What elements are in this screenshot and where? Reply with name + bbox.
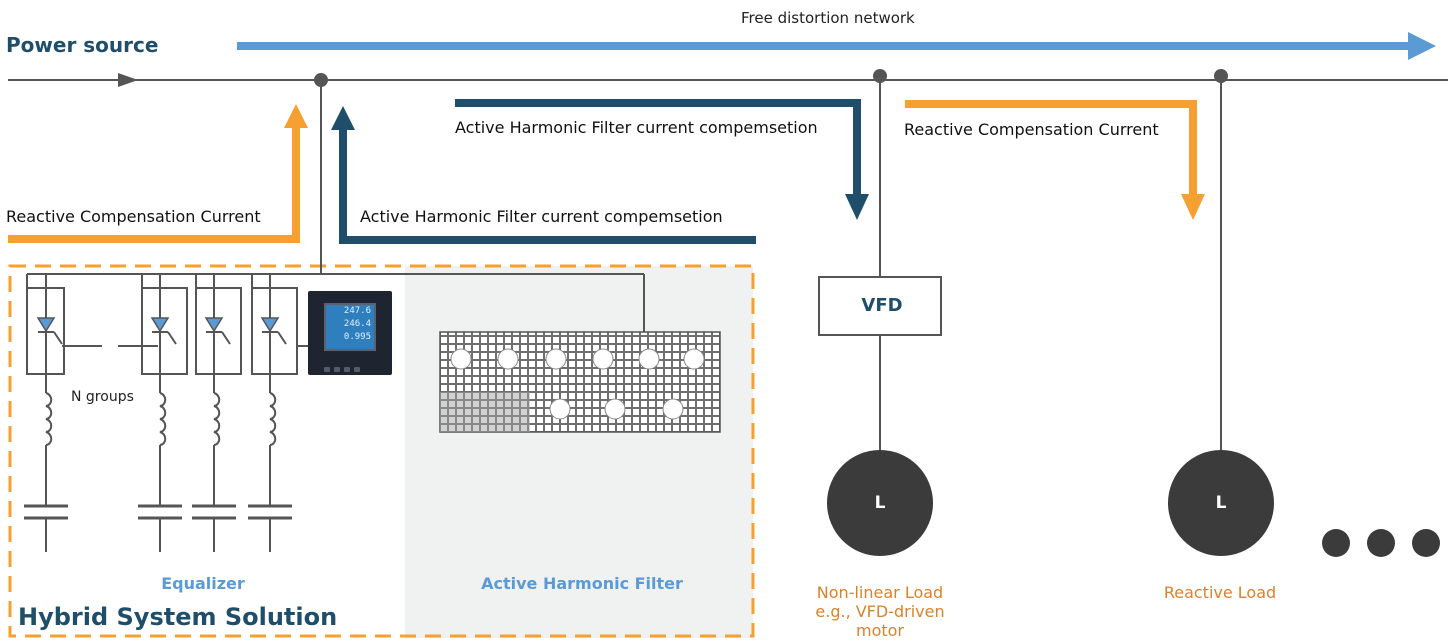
reactive-compensation-arrow-right <box>905 100 1205 220</box>
equalizer-branch-2 <box>138 274 188 552</box>
ahf-compensation-label-left: Active Harmonic Filter current compemset… <box>360 207 723 226</box>
power-meter-display: 247.6 246.4 0.995 <box>308 291 392 375</box>
ahf-panel-background <box>405 266 753 638</box>
reactive-compensation-arrow-left <box>8 104 308 243</box>
reactive-compensation-label-left: Reactive Compensation Current <box>6 207 261 226</box>
meter-reading-1: 247.6 <box>343 306 371 316</box>
reactive-load-branch <box>1168 76 1274 556</box>
vfd-label: VFD <box>861 295 903 316</box>
ahf-compensation-arrow-left <box>331 106 756 244</box>
reactive-load-label: Reactive Load <box>1163 583 1277 602</box>
vfd-branch <box>818 76 942 556</box>
equalizer-branch-3 <box>192 274 242 552</box>
meter-buttons <box>324 357 376 372</box>
hybrid-system-boundary <box>8 264 755 638</box>
hybrid-internal-bus <box>27 273 645 332</box>
equalizer-branch-4 <box>248 274 298 552</box>
ahf-compensation-arrow-top <box>455 99 869 220</box>
equalizer-label: Equalizer <box>161 574 245 593</box>
ahf-panel-label: Active Harmonic Filter <box>481 574 683 593</box>
equalizer-branch-1 <box>24 274 68 552</box>
nonlinear-load-circle <box>827 450 933 556</box>
reactive-compensation-label-right: Reactive Compensation Current <box>904 120 1159 139</box>
main-bus-line <box>8 73 1448 87</box>
meter-reading-3: 0.995 <box>343 332 371 342</box>
free-distortion-network-arrow <box>237 32 1436 60</box>
nonlinear-load-symbol: L <box>874 493 886 513</box>
reactive-load-symbol: L <box>1215 493 1227 513</box>
more-loads-ellipsis <box>1322 529 1440 557</box>
power-source-label: Power source <box>6 33 159 57</box>
meter-reading-2: 246.4 <box>343 319 371 329</box>
nonlinear-load-label: Non-linear Load e.g., VFD-driven motor <box>815 583 945 640</box>
reactive-load-circle <box>1168 450 1274 556</box>
vfd-box <box>818 276 942 336</box>
network-label: Free distortion network <box>741 9 915 27</box>
n-groups-label: N groups <box>71 389 134 405</box>
ahf-compensation-label-top: Active Harmonic Filter current compemset… <box>455 118 818 137</box>
active-harmonic-filter-device <box>439 331 721 433</box>
hybrid-system-title: Hybrid System Solution <box>18 603 338 631</box>
meter-screen: 247.6 246.4 0.995 <box>324 303 376 351</box>
